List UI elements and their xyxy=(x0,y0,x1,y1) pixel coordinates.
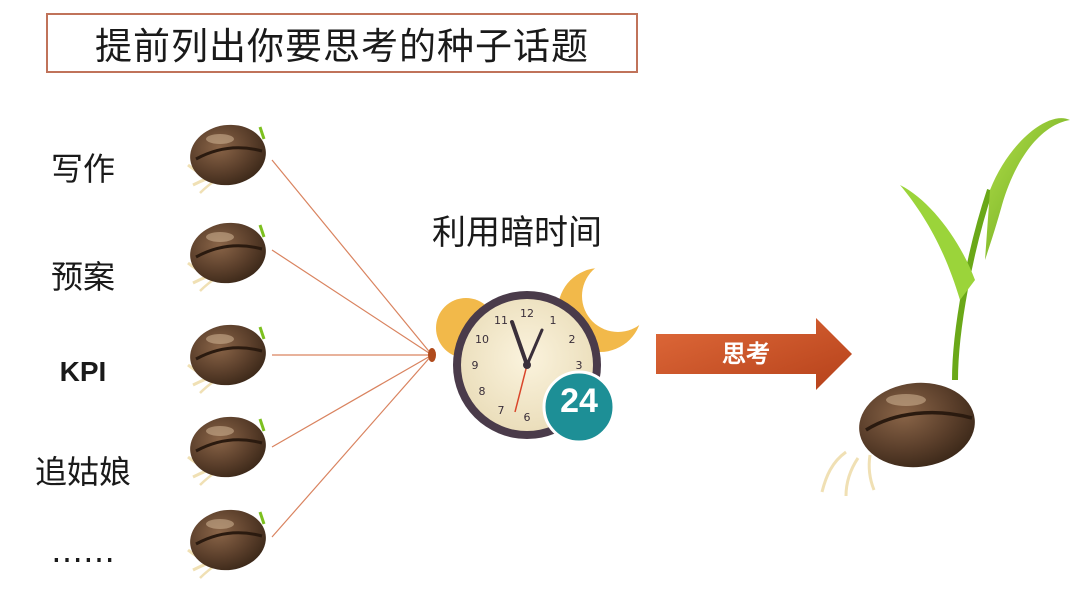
topic-label: …… xyxy=(51,532,115,570)
topic-label: 写作 xyxy=(50,150,115,188)
page-title: 提前列出你要思考的种子话题 xyxy=(46,13,638,73)
connector-hub xyxy=(428,348,436,362)
clock-numeral: 9 xyxy=(472,359,479,372)
connector-line xyxy=(271,249,433,356)
seed-icon xyxy=(187,324,266,394)
seed-icon xyxy=(187,124,266,194)
clock-numeral: 10 xyxy=(475,333,489,346)
clock-numeral: 1 xyxy=(550,314,557,327)
clock-caption: 利用暗时间 xyxy=(432,213,602,253)
badge-label: 24 xyxy=(560,382,598,420)
seed-icon xyxy=(187,416,266,486)
clock-numeral: 12 xyxy=(520,307,534,320)
clock-icon: 121234567891011 xyxy=(436,260,654,444)
topic-label: 追姑娘 xyxy=(34,453,131,491)
clock-numeral: 3 xyxy=(576,359,583,372)
connector-line xyxy=(271,354,433,448)
connector-lines xyxy=(271,159,433,538)
seed-icon xyxy=(187,509,266,579)
topic-label: 预案 xyxy=(50,258,115,296)
arrow-label: 思考 xyxy=(722,340,770,368)
clock-numeral: 7 xyxy=(498,404,505,417)
clock-numeral: 6 xyxy=(524,411,531,424)
clock-numeral: 2 xyxy=(569,333,576,346)
connector-line xyxy=(271,159,433,356)
second-hand xyxy=(514,364,528,413)
seed-icon xyxy=(187,222,266,292)
hour-hand xyxy=(510,320,529,367)
minute-hand xyxy=(525,328,544,367)
connector-line xyxy=(271,354,433,538)
arrow-shape xyxy=(656,318,852,390)
badge-circle xyxy=(542,370,616,444)
clock-numeral: 11 xyxy=(494,314,508,327)
topic-label: KPI xyxy=(59,356,107,387)
clock-numeral: 8 xyxy=(479,385,486,398)
sprout-icon xyxy=(820,118,1070,497)
